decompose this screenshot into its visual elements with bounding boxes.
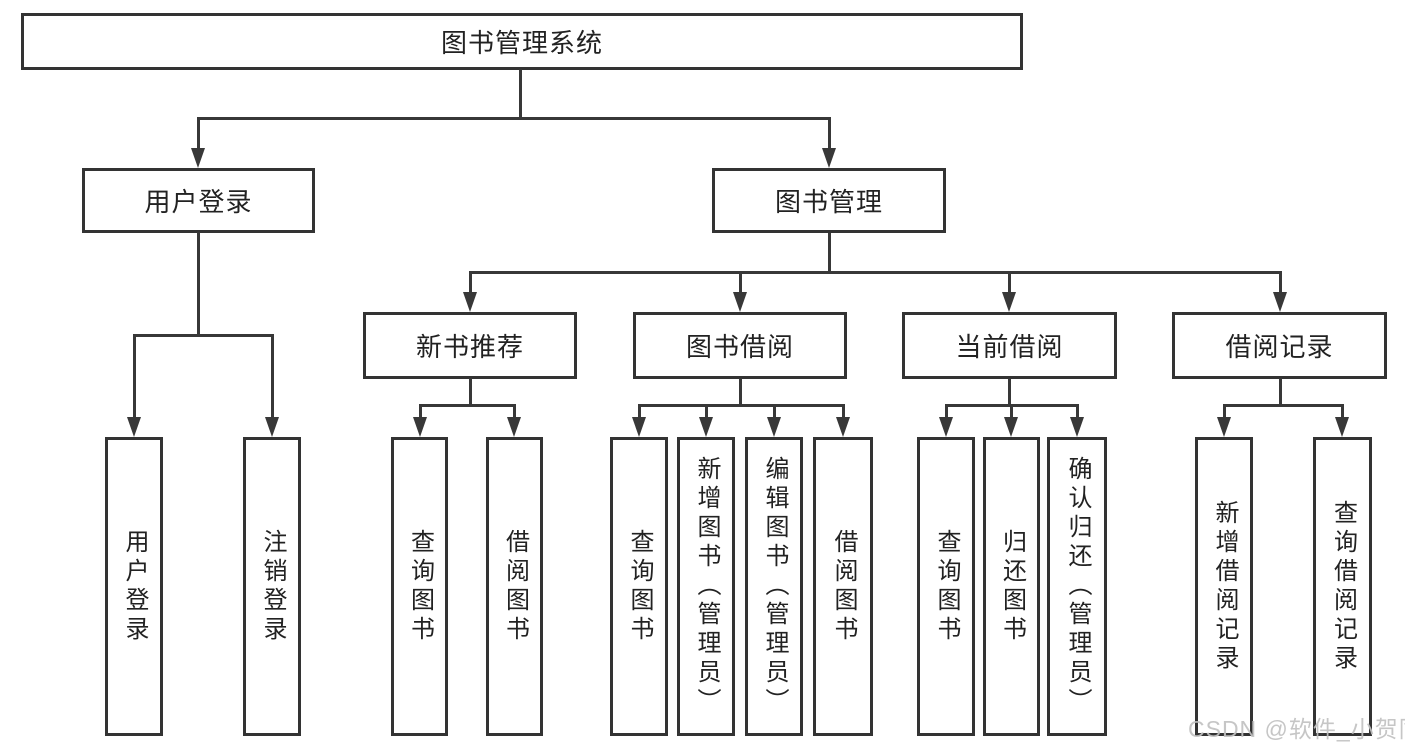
leaf-query-borrow-record: 查询借阅记录 [1313,437,1372,736]
connector-to-borrow-records [1279,271,1282,296]
connector-book-borrow-bus [638,404,845,407]
arrow-down-icon [1070,417,1084,437]
connector-leaf [705,404,708,421]
arrow-down-icon [767,417,781,437]
arrow-down-icon [1002,292,1016,312]
connector-leaf [1076,404,1079,421]
node-new-book-recommend-label: 新书推荐 [415,332,524,362]
leaf-query-books-current: 查询图书 [917,437,975,736]
leaf-borrow-books-recommend: 借阅图书 [486,437,543,736]
leaf-query-books-recommend: 查询图书 [391,437,448,736]
arrow-down-icon [1217,417,1231,437]
arrow-down-icon [507,417,521,437]
leaf-query-books-borrow: 查询图书 [610,437,668,736]
arrow-down-icon [1004,417,1018,437]
arrow-down-icon [836,417,850,437]
arrow-down-icon [822,148,836,168]
node-root-library-system: 图书管理系统 [21,13,1023,70]
arrow-down-icon [632,417,646,437]
node-borrow-records-label: 借阅记录 [1225,332,1334,362]
arrow-down-icon [699,417,713,437]
connector-leaf [945,404,948,421]
leaf-confirm-return-admin: 确认归还（管理员） [1047,437,1107,736]
connector-root-stem [519,69,522,119]
arrow-down-icon [265,417,279,437]
leaf-edit-books-admin: 编辑图书（管理员） [745,437,803,736]
connector-to-leaf-user-login [133,334,136,419]
leaf-query-books-recommend-label: 查询图书 [406,528,434,645]
connector-to-book-management [828,117,831,150]
connector-leaf [419,404,422,421]
connector-book-borrow-stem [739,378,742,407]
connector-to-user-login [197,117,200,150]
connector-leaf [842,404,845,421]
leaf-borrow-books: 借阅图书 [813,437,873,736]
arrow-down-icon [1335,417,1349,437]
leaf-query-books-current-label: 查询图书 [933,528,960,645]
connector-borrow-records-stem [1279,378,1282,407]
connector-root-bus [197,117,831,120]
connector-to-book-borrow [739,271,742,296]
leaf-logout: 注销登录 [243,437,301,736]
leaf-add-books-admin: 新增图书（管理员） [677,437,735,736]
csdn-watermark: CSDN @软件_小贺同学 [1188,716,1405,742]
arrow-down-icon [733,292,747,312]
connector-to-new-book-recommend [469,271,472,296]
connector-new-book-bus [419,404,516,407]
connector-leaf [1223,404,1226,421]
connector-book-management-stem [828,233,831,274]
arrow-down-icon [191,148,205,168]
connector-leaf [1341,404,1344,421]
leaf-user-login-label: 用户登录 [121,528,148,645]
leaf-borrow-books-recommend-label: 借阅图书 [501,528,529,645]
leaf-confirm-return-admin-label: 确认归还（管理员） [1064,456,1091,717]
node-root-label: 图书管理系统 [440,28,603,58]
connector-user-login-bus [133,334,274,337]
node-book-borrow-label: 图书借阅 [685,332,794,362]
connector-leaf [638,404,641,421]
arrow-down-icon [939,417,953,437]
leaf-query-borrow-record-label: 查询借阅记录 [1329,499,1357,674]
connector-current-borrow-stem [1008,378,1011,407]
leaf-borrow-books-label: 借阅图书 [830,528,857,645]
connector-to-leaf-logout [271,334,274,419]
node-borrow-records: 借阅记录 [1172,312,1387,379]
connector-book-management-bus [469,271,1282,274]
leaf-query-books-borrow-label: 查询图书 [626,528,653,645]
node-user-login: 用户登录 [82,168,315,233]
connector-leaf [773,404,776,421]
leaf-logout-label: 注销登录 [259,528,286,645]
node-book-management-label: 图书管理 [774,187,883,217]
leaf-add-borrow-record-label: 新增借阅记录 [1211,499,1238,674]
leaf-add-borrow-record: 新增借阅记录 [1195,437,1253,736]
connector-user-login-stem [197,232,200,336]
node-book-management: 图书管理 [712,168,946,233]
arrow-down-icon [413,417,427,437]
connector-borrow-records-bus [1223,404,1344,407]
leaf-return-books: 归还图书 [983,437,1040,736]
arrow-down-icon [1273,292,1287,312]
node-book-borrow: 图书借阅 [633,312,847,379]
leaf-user-login: 用户登录 [105,437,163,736]
leaf-add-books-admin-label: 新增图书（管理员） [693,456,720,717]
connector-leaf [1010,404,1013,421]
arrow-down-icon [127,417,141,437]
node-current-borrow: 当前借阅 [902,312,1117,379]
node-new-book-recommend: 新书推荐 [363,312,577,379]
leaf-edit-books-admin-label: 编辑图书（管理员） [761,456,788,717]
leaf-return-books-label: 归还图书 [998,528,1026,645]
node-current-borrow-label: 当前借阅 [955,332,1064,362]
connector-leaf [513,404,516,421]
node-user-login-label: 用户登录 [144,187,253,217]
arrow-down-icon [463,292,477,312]
connector-new-book-stem [469,378,472,407]
connector-to-current-borrow [1008,271,1011,296]
